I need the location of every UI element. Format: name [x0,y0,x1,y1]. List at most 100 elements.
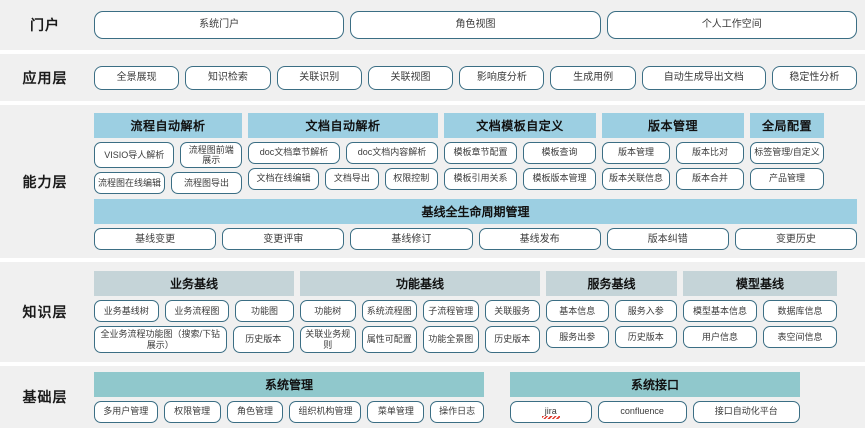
node-cap-4-1-0[interactable]: 产品管理 [750,167,824,190]
node-portal-1[interactable]: 角色视图 [350,11,601,39]
node-base-api-platform[interactable]: 接口自动化平台 [692,400,800,423]
node-cap-1-1-0[interactable]: 文档在线编辑 [248,167,320,190]
node-cap-1-1-1[interactable]: 文档导出 [325,167,379,190]
kn-group-title-0: 业务基线 [94,271,294,297]
cap-group-title-3: 版本管理 [602,112,744,138]
node-app-6[interactable]: 自动生成导出文档 [641,65,766,90]
cap-group-body-0: VISIO导人解析 流程图前端展示 流程图在线编辑 流程图导出 [94,138,242,195]
node-cap-3-0-1[interactable]: 版本比对 [676,141,744,164]
node-base-0-2[interactable]: 角色管理 [226,400,284,423]
node-base-0-4[interactable]: 菜单管理 [367,400,425,423]
node-app-2[interactable]: 关联识别 [276,65,362,90]
node-app-7[interactable]: 稳定性分析 [771,65,858,90]
base-group-title-1: 系统接口 [510,371,800,397]
node-cap-0-0-1[interactable]: 流程图前端展示 [180,141,242,169]
node-kn-0-0-0[interactable]: 业务基线树 [94,300,159,323]
node-baseline-2[interactable]: 基线修订 [350,228,473,251]
node-kn-2-0-0[interactable]: 基本信息 [546,300,609,323]
layer-capability: 能力层 流程自动解析 VISIO导人解析 流程图前端展示 流程图在线编辑 流程图… [0,105,865,258]
layer-knowledge: 知识层 业务基线 业务基线树 业务流程图 功能图 全业务流程功能图（搜索/下钻展… [0,262,865,362]
node-cap-2-0-0[interactable]: 模板章节配置 [444,141,517,164]
node-kn-3-1-1[interactable]: 表空间信息 [763,326,837,349]
node-baseline-3[interactable]: 基线发布 [478,228,601,251]
node-kn-2-1-0[interactable]: 服务出参 [546,326,609,349]
cap-row-3-0: 版本管理 版本比对 [602,141,744,164]
node-kn-0-1-0[interactable]: 全业务流程功能图（搜索/下钻展示） [94,326,227,353]
node-app-1[interactable]: 知识检索 [185,65,271,90]
node-baseline-0[interactable]: 基线变更 [94,228,217,251]
kn-group-title-3: 模型基线 [683,271,837,297]
node-baseline-4[interactable]: 版本纠错 [606,228,729,251]
knowledge-groups: 业务基线 业务基线树 业务流程图 功能图 全业务流程功能图（搜索/下钻展示） 历… [94,271,857,353]
node-cap-1-0-1[interactable]: doc文档内容解析 [346,141,438,164]
kn-group-function-baseline: 功能基线 功能树 系统流程图 子流程管理 关联服务 关联业务规则 属性可配置 功… [300,271,540,353]
node-kn-0-0-1[interactable]: 业务流程图 [164,300,230,323]
layer-body-portal: 系统门户 角色视图 个人工作空间 [90,0,865,50]
kn-group-body-1: 功能树 系统流程图 子流程管理 关联服务 关联业务规则 属性可配置 功能全景图 … [300,296,540,353]
node-base-0-1[interactable]: 权限管理 [163,400,221,423]
node-cap-4-0-0[interactable]: 标签管理/自定义 [750,141,824,164]
layer-label-portal: 门户 [30,17,60,33]
node-cap-2-1-0[interactable]: 模板引用关系 [444,167,517,190]
layer-body-capability: 流程自动解析 VISIO导人解析 流程图前端展示 流程图在线编辑 流程图导出 [90,105,865,258]
node-base-jira[interactable]: jira [510,400,592,423]
node-base-0-0[interactable]: 多用户管理 [94,400,158,423]
application-node-row: 全景展现 知识检索 关联识别 关联视图 影响度分析 生成用例 自动生成导出文档 … [94,65,858,90]
node-cap-0-1-1[interactable]: 流程图导出 [171,172,242,195]
cap-row-2-1: 模板引用关系 模板版本管理 [444,167,596,190]
node-kn-1-0-3[interactable]: 关联服务 [484,300,540,323]
cap-row-4-1: 产品管理 [750,167,824,190]
node-cap-2-1-1[interactable]: 模板版本管理 [523,167,596,190]
node-cap-3-0-0[interactable]: 版本管理 [602,141,670,164]
kn-row-3-1: 用户信息 表空间信息 [683,326,837,349]
node-cap-0-1-0[interactable]: 流程图在线编辑 [94,172,165,195]
node-kn-1-0-2[interactable]: 子流程管理 [423,300,479,323]
cap-group-doc-parse: 文档自动解析 doc文档章节解析 doc文档内容解析 文档在线编辑 文档导出 权… [248,112,438,195]
base-group-body-1: jira confluence 接口自动化平台 [510,397,800,423]
node-kn-1-1-3[interactable]: 历史版本 [484,326,540,353]
node-kn-0-1-1[interactable]: 历史版本 [232,326,294,353]
node-kn-1-0-0[interactable]: 功能树 [300,300,356,323]
node-cap-3-1-1[interactable]: 版本合并 [676,167,744,190]
node-portal-2[interactable]: 个人工作空间 [606,11,857,39]
node-baseline-1[interactable]: 变更评审 [222,228,345,251]
node-app-4[interactable]: 影响度分析 [459,65,545,90]
layer-base: 基础层 系统管理 多用户管理 权限管理 角色管理 组织机构管理 菜单管理 操作日… [0,366,865,428]
node-cap-3-1-0[interactable]: 版本关联信息 [602,167,670,190]
baseline-lifecycle-body: 基线变更 变更评审 基线修订 基线发布 版本纠错 变更历史 [94,224,858,251]
node-cap-1-1-2[interactable]: 权限控制 [384,167,438,190]
node-cap-2-0-1[interactable]: 模板查询 [523,141,596,164]
node-kn-1-0-1[interactable]: 系统流程图 [361,300,417,323]
base-group-system-management: 系统管理 多用户管理 权限管理 角色管理 组织机构管理 菜单管理 操作日志 [94,371,484,423]
layer-label-knowledge: 知识层 [22,304,68,320]
node-app-0[interactable]: 全景展现 [94,65,180,90]
cap-group-title-4: 全局配置 [750,112,824,138]
node-base-0-5[interactable]: 操作日志 [430,400,484,423]
node-kn-2-1-1[interactable]: 历史版本 [614,326,677,349]
cap-group-body-2: 模板章节配置 模板查询 模板引用关系 模板版本管理 [444,138,596,190]
capability-groups: 流程自动解析 VISIO导人解析 流程图前端展示 流程图在线编辑 流程图导出 [94,112,857,195]
kn-group-body-3: 模型基本信息 数据库信息 用户信息 表空间信息 [683,296,837,349]
node-portal-0[interactable]: 系统门户 [94,11,345,39]
cap-group-body-4: 标签管理/自定义 产品管理 [750,138,824,190]
node-kn-3-1-0[interactable]: 用户信息 [683,326,757,349]
kn-row-2-1: 服务出参 历史版本 [546,326,677,349]
node-kn-3-0-0[interactable]: 模型基本信息 [683,300,757,323]
node-baseline-5[interactable]: 变更历史 [734,228,858,251]
node-cap-0-0-0[interactable]: VISIO导人解析 [94,141,175,169]
node-kn-3-0-1[interactable]: 数据库信息 [763,300,837,323]
node-app-5[interactable]: 生成用例 [550,65,636,90]
cap-group-title-2: 文档模板自定义 [444,112,596,138]
node-cap-1-0-0[interactable]: doc文档章节解析 [248,141,340,164]
node-kn-1-1-1[interactable]: 属性可配置 [361,326,417,353]
kn-row-0-0: 业务基线树 业务流程图 功能图 [94,300,294,323]
baseline-node-row: 基线变更 变更评审 基线修订 基线发布 版本纠错 变更历史 [94,228,858,251]
node-app-3[interactable]: 关联视图 [367,65,454,90]
node-kn-0-0-2[interactable]: 功能图 [235,300,294,323]
node-kn-2-0-1[interactable]: 服务入参 [614,300,677,323]
node-base-confluence[interactable]: confluence [597,400,687,423]
node-kn-1-1-2[interactable]: 功能全景图 [423,326,479,353]
node-base-0-3[interactable]: 组织机构管理 [289,400,362,423]
node-kn-1-1-0[interactable]: 关联业务规则 [300,326,356,353]
